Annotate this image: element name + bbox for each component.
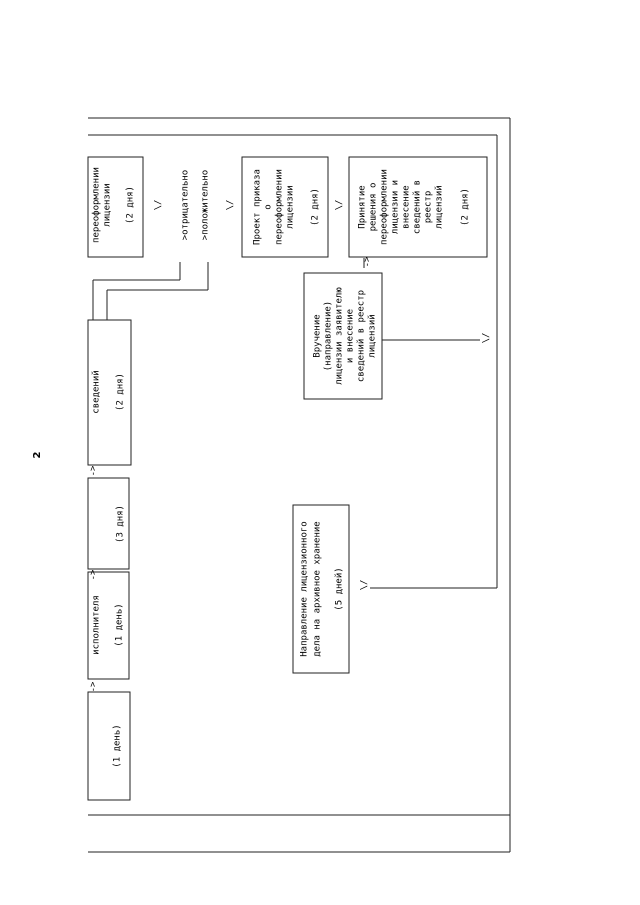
box-text-reissue-top: переоформлении лицензии (2 дня) — [92, 167, 136, 243]
box-first-day — [87, 691, 131, 801]
arrow-right-4: -> — [89, 681, 99, 692]
decision-line-5: внесение — [402, 185, 412, 228]
label-negative: >отрицательно — [181, 170, 191, 240]
box-text-draft-order: Проект приказа о переоформлении лицензии… — [253, 169, 321, 245]
boxes — [87, 156, 488, 801]
delivery-line-6: лицензий — [368, 314, 378, 357]
reissue-line-3: (2 дня) — [126, 186, 136, 224]
box-reissue-top — [87, 156, 144, 258]
three-days-line-1: (3 дня) — [116, 505, 126, 543]
reissue-line-1: переоформлении — [92, 167, 102, 243]
box-decision — [348, 156, 488, 258]
reissue-line-2: лицензии — [103, 183, 113, 226]
arrow-right-1: -> — [363, 256, 373, 267]
draft-line-4: лицензии — [286, 185, 296, 228]
archive-line-2: дела на архивное хранение — [313, 521, 323, 656]
label-positive: >положительно — [201, 170, 211, 240]
decision-line-6: сведений в — [413, 180, 423, 234]
info-line-2: (2 дня) — [116, 373, 126, 411]
arrow-down-4: \/ — [482, 333, 492, 344]
box-three-days — [87, 477, 130, 570]
arrow-down-3: \/ — [335, 200, 345, 211]
archive-line-1: Направление лицензионного — [300, 521, 310, 656]
decision-line-3: переоформлении — [380, 169, 390, 245]
executor-line-1: исполнителя — [92, 595, 102, 655]
box-text-executor: исполнителя (1 день) — [92, 595, 125, 655]
arrow-down-1: \/ — [154, 200, 164, 211]
box-text-delivery: Вручение (направление) лицензии заявител… — [313, 287, 378, 385]
delivery-line-3: лицензии заявителю — [335, 287, 345, 385]
arrow-right-2: -> — [89, 465, 99, 476]
box-draft-order — [241, 156, 329, 258]
draft-line-2: о — [264, 204, 274, 209]
draft-line-1: Проект приказа — [253, 169, 263, 245]
arrow-down-2: \/ — [226, 200, 236, 211]
delivery-line-5: сведений в реестр — [357, 290, 367, 382]
connectors — [92, 258, 497, 589]
draft-line-3: переоформлении — [275, 169, 285, 245]
decision-line-8: лицензий — [435, 185, 445, 228]
draft-line-5: (2 дня) — [311, 188, 321, 226]
arrow-down-5: \/ — [360, 580, 370, 591]
delivery-line-4: и внесение — [346, 309, 356, 363]
decision-line-9: (2 дня) — [461, 188, 471, 226]
archive-line-3: (5 дней) — [335, 567, 345, 610]
arrow-glyphs: \/ \/ \/ -> \/ -> -> \/ -> — [89, 200, 492, 693]
box-text-decision: Принятие решения о переоформлении лиценз… — [358, 169, 471, 245]
frame — [88, 117, 511, 853]
box-archive — [292, 504, 350, 674]
box-executor — [87, 571, 130, 680]
decision-line-7: реестр — [424, 191, 434, 224]
box-text-first-day: (1 день) — [113, 724, 123, 767]
page-number: 2 — [32, 451, 43, 458]
arrow-right-3: -> — [89, 569, 99, 580]
box-info — [87, 319, 132, 466]
box-text-three-days: (3 дня) — [116, 505, 126, 543]
decision-line-2: решения о — [369, 183, 379, 232]
box-delivery — [303, 272, 383, 400]
info-line-1: сведений — [92, 370, 102, 413]
decision-line-1: Принятие — [358, 185, 368, 228]
first-day-line-1: (1 день) — [113, 724, 123, 767]
delivery-line-1: Вручение — [313, 314, 323, 357]
decision-line-4: лицензии и — [391, 180, 401, 234]
box-text-info: сведений (2 дня) — [92, 370, 126, 413]
box-text-archive: Направление лицензионного дела на архивн… — [300, 521, 345, 656]
delivery-line-2: (направление) — [324, 301, 334, 371]
executor-line-2: (1 день) — [115, 603, 125, 646]
